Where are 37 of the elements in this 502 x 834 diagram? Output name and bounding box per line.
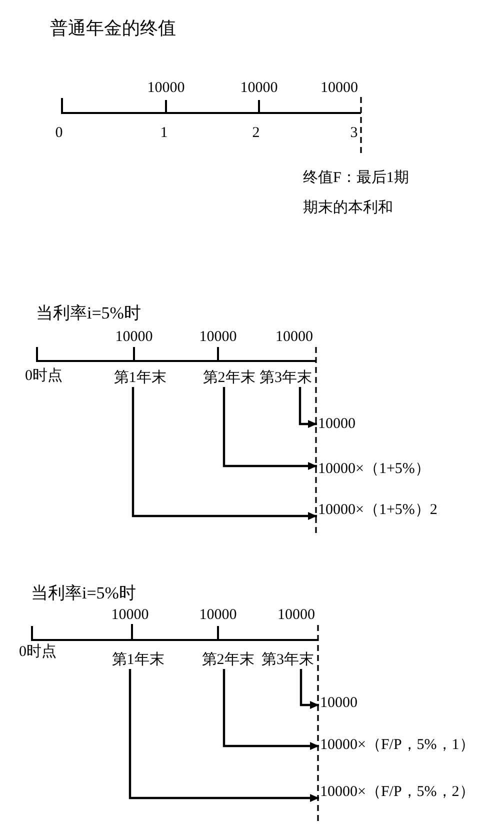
cash-flow-amount: 10000	[115, 328, 153, 346]
period-number: 0	[55, 124, 63, 142]
year-end-label: 第3年末	[260, 651, 315, 669]
time-point-label: 0时点	[25, 367, 62, 385]
future-value-term: 10000	[317, 415, 356, 433]
bent-arrow	[298, 387, 317, 428]
cash-flow-amount: 10000	[199, 606, 237, 624]
period-number: 2	[252, 124, 260, 142]
year-end-label: 第1年末	[112, 369, 168, 387]
future-value-term: 10000	[319, 694, 358, 712]
year-end-label: 第1年末	[110, 651, 166, 669]
section-heading: 当利率i=5%时	[31, 582, 136, 604]
year-end-label: 第2年末	[202, 369, 256, 387]
cash-flow-amount: 10000	[199, 328, 237, 346]
cash-flow-amount: 10000	[278, 606, 315, 624]
bent-arrow	[128, 669, 319, 802]
cash-flow-amount: 10000	[147, 79, 185, 97]
cash-flow-amount: 10000	[276, 328, 313, 346]
period-number: 3	[350, 124, 358, 142]
section-heading: 当利率i=5%时	[36, 302, 141, 324]
bent-arrow	[300, 669, 319, 709]
year-end-label: 第3年末	[258, 369, 313, 387]
year-end-label: 第2年末	[200, 651, 256, 669]
bent-arrow	[132, 387, 317, 520]
time-point-label: 0时点	[19, 643, 56, 661]
future-value-term: 10000×（F/P，5%，1）	[319, 736, 476, 754]
future-value-term: 10000×（1+5%）	[317, 460, 431, 478]
cash-flow-amount: 10000	[320, 79, 358, 97]
future-value-term: 10000×（F/P，5%，2）	[319, 783, 476, 801]
diagram-title: 普通年金的终值	[50, 17, 176, 39]
cash-flow-amount: 10000	[240, 79, 278, 97]
annotation-text: 终值F：最后1期期末的本利和	[303, 168, 410, 218]
bent-arrow	[222, 669, 319, 750]
future-value-term: 10000×（1+5%）2	[317, 501, 438, 519]
bent-arrow	[222, 387, 317, 470]
cash-flow-amount: 10000	[111, 606, 149, 624]
period-number: 1	[160, 124, 168, 142]
